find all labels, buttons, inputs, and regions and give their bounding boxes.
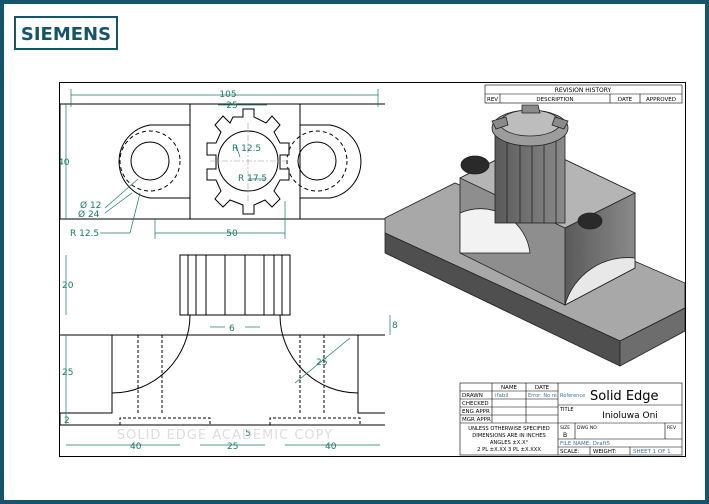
title-row-drawn-label: DRAWN bbox=[462, 393, 483, 399]
title-dwg-label: DWG NO bbox=[577, 425, 597, 431]
tolerance-line-4: 2 PL ±X.XX 3 PL ±X.XXX bbox=[477, 447, 541, 453]
rev-col-rev: REV bbox=[487, 97, 498, 103]
title-header-date: DATE bbox=[535, 385, 550, 391]
dim-gear-height: 20 bbox=[62, 281, 74, 291]
title-row-drawn-name: ifabil bbox=[495, 393, 509, 399]
title-weight: WEIGHT: bbox=[593, 449, 617, 455]
revision-history-table bbox=[484, 84, 683, 104]
revision-history-title: REVISION HISTORY bbox=[555, 87, 612, 94]
title-size-value: B bbox=[563, 432, 567, 439]
watermark: SOLID EDGE ACADEMIC COPY bbox=[117, 428, 333, 443]
title-row-mgr-label: MGR APPR bbox=[462, 417, 491, 423]
title-row-eng-label: ENG APPR bbox=[462, 409, 490, 415]
top-view bbox=[59, 103, 385, 220]
dim-overall-width: 105 bbox=[219, 90, 236, 100]
dim-hole-spacing: 50 bbox=[226, 229, 238, 239]
title-row-drawn-date: Error: No re bbox=[528, 393, 557, 399]
dim-radius-inner: R 12.5 bbox=[232, 144, 261, 154]
dim-radius-outer: R 17.5 bbox=[238, 174, 267, 184]
dim-flange: 8 bbox=[392, 321, 398, 331]
drawing-canvas: 105 25 40 R 12.5 R 17.5 Ø 12 Ø 24 R 12.5… bbox=[58, 84, 686, 456]
dim-slot-width: 25 bbox=[226, 101, 237, 111]
title-header-name: NAME bbox=[501, 385, 518, 391]
dim-dia-small: Ø 12 bbox=[80, 200, 101, 211]
dim-height-top: 40 bbox=[60, 158, 70, 168]
dim-gap: 6 bbox=[229, 324, 235, 334]
dim-bottom-left: 40 bbox=[130, 442, 142, 452]
rev-col-approved: APPROVED bbox=[646, 97, 676, 103]
title-app-name: Solid Edge bbox=[590, 389, 659, 404]
tolerance-line-1: UNLESS OTHERWISE SPECIFIED bbox=[468, 426, 549, 432]
dim-bottom-mid: 25 bbox=[227, 442, 238, 452]
rev-col-date: DATE bbox=[618, 97, 633, 103]
dim-base-height: 25 bbox=[62, 368, 73, 378]
title-row-checked-label: CHECKED bbox=[462, 401, 489, 407]
isometric-view bbox=[384, 104, 686, 367]
siemens-logo: SIEMENS bbox=[14, 16, 118, 50]
logo-text: SIEMENS bbox=[21, 24, 111, 45]
tolerance-line-3: ANGLES ±X.X° bbox=[490, 440, 529, 446]
title-title-label: TITLE bbox=[559, 407, 574, 413]
title-rev-label: REV bbox=[667, 425, 677, 431]
title-reference: Reference bbox=[560, 393, 585, 399]
dim-bottom-right: 40 bbox=[325, 442, 337, 452]
tolerance-line-2: DIMENSIONS ARE IN INCHES bbox=[472, 433, 546, 439]
rev-col-description: DESCRIPTION bbox=[536, 97, 573, 103]
dim-foot: 2 bbox=[64, 416, 70, 426]
dim-bottom-slot: 5 bbox=[245, 429, 251, 439]
title-block bbox=[459, 382, 683, 456]
title-size-label: SIZE bbox=[560, 425, 570, 431]
dim-fillet: 25 bbox=[316, 358, 327, 368]
title-title-value: Inioluwa Oni bbox=[602, 411, 658, 421]
dim-radius-end: R 12.5 bbox=[70, 229, 99, 239]
front-view-dimensions bbox=[65, 255, 391, 446]
top-view-dimensions bbox=[65, 89, 379, 239]
title-file-name: FILE NAME: Draft5 bbox=[560, 441, 611, 447]
title-sheet: SHEET 1 OF 1 bbox=[633, 449, 671, 455]
front-view bbox=[59, 254, 385, 426]
dim-dia-large: Ø 24 bbox=[78, 209, 100, 220]
drawing-sheet: 105 25 40 R 12.5 R 17.5 Ø 12 Ø 24 R 12.5… bbox=[58, 82, 686, 457]
title-scale: SCALE: bbox=[560, 449, 580, 455]
